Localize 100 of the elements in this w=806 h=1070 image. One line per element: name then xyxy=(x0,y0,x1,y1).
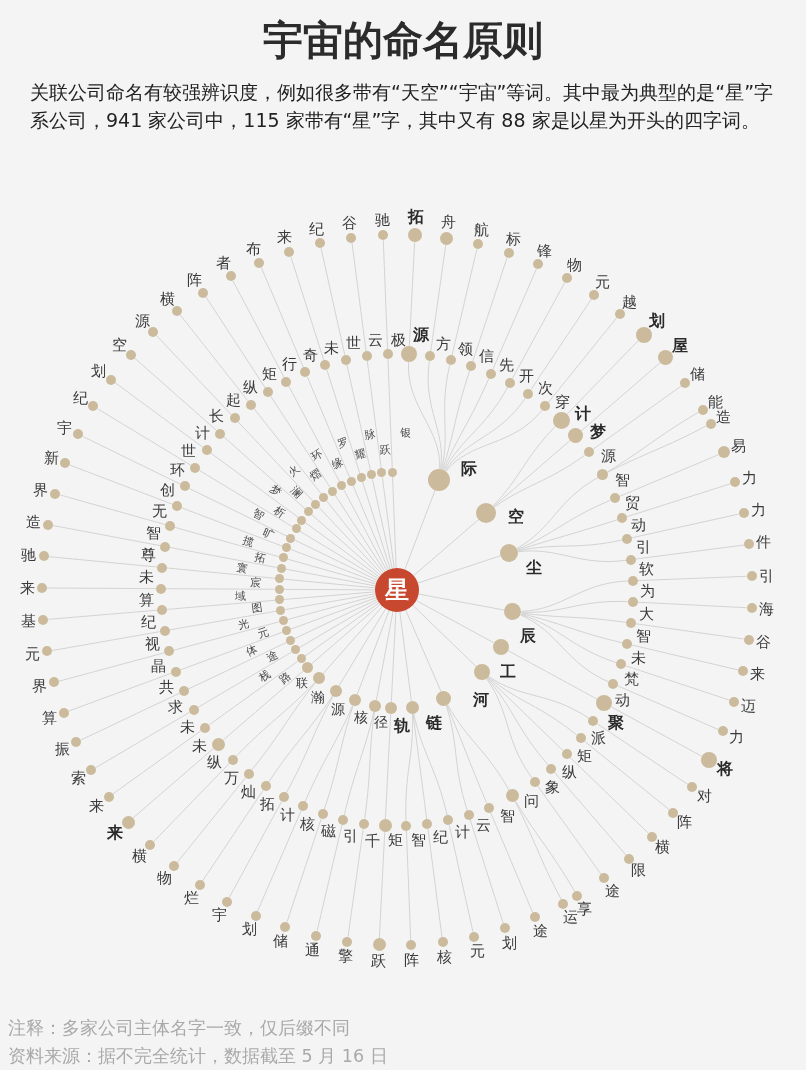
connector-line xyxy=(384,713,392,820)
node-label: 图 xyxy=(251,601,264,615)
node-label: 信 xyxy=(478,348,494,364)
node-label: 空 xyxy=(112,337,128,353)
connector-line xyxy=(174,526,280,558)
node-label: 派 xyxy=(591,731,607,746)
node-label: 力 xyxy=(750,502,766,517)
node-label: 智 xyxy=(145,525,161,541)
node-label: 河 xyxy=(472,691,489,708)
node-label: 梦 xyxy=(267,483,283,500)
node-label: 银 xyxy=(400,427,412,440)
node-label: 动 xyxy=(631,517,647,532)
connector-line xyxy=(268,695,333,783)
connector-line xyxy=(405,609,442,692)
node-label: 力 xyxy=(728,730,744,745)
node-label: 横 xyxy=(160,292,176,307)
node-label: 瀚 xyxy=(310,690,325,705)
node-label: 计 xyxy=(194,425,210,440)
connector-line xyxy=(285,568,376,587)
connector-line xyxy=(486,677,549,766)
node-label: 来 xyxy=(19,580,35,596)
node-label: 阵 xyxy=(677,815,693,830)
node-label: 计 xyxy=(454,824,470,840)
connector-line xyxy=(569,757,650,834)
connector-line xyxy=(223,436,306,510)
connector-line xyxy=(222,670,304,741)
connector-line xyxy=(381,477,395,569)
connector-line xyxy=(286,818,322,923)
node-label: 尘 xyxy=(526,559,543,576)
connector-line xyxy=(446,704,487,804)
node-label: 对 xyxy=(697,788,713,803)
connector-line xyxy=(210,452,299,518)
node-label: 矩 xyxy=(262,367,278,382)
connector-line xyxy=(235,682,316,757)
node-label: 矩 xyxy=(388,833,404,848)
node-label: 梵 xyxy=(623,672,639,687)
connector-line xyxy=(511,282,566,379)
node-label: 梦 xyxy=(589,423,606,440)
node-label: 核 xyxy=(437,949,453,965)
connector-line xyxy=(304,602,380,657)
connector-line xyxy=(257,810,302,912)
connector-line xyxy=(580,362,661,432)
node-label: 未 xyxy=(630,650,646,666)
node-label: 物 xyxy=(566,257,582,273)
node-label: 晶 xyxy=(150,658,166,674)
node-label: 宇 xyxy=(57,420,73,435)
node-label: 联 xyxy=(296,678,309,690)
connector-line xyxy=(59,494,166,525)
node-label: 大 xyxy=(638,606,654,622)
connector-line xyxy=(326,500,384,574)
node-label: 拓 xyxy=(253,551,267,565)
node-label: 体 xyxy=(245,643,260,659)
node-label: 象 xyxy=(544,779,560,794)
connector-line xyxy=(444,397,526,472)
connector-line xyxy=(320,247,346,356)
connector-line xyxy=(520,612,627,623)
connector-line xyxy=(80,692,180,741)
connector-line xyxy=(323,705,354,810)
connector-line xyxy=(173,621,280,651)
connector-line xyxy=(153,762,230,843)
connector-line xyxy=(156,335,232,416)
node-label: 熠 xyxy=(307,467,323,484)
node-label: 源 xyxy=(600,448,616,463)
connector-line xyxy=(413,518,480,577)
connector-line xyxy=(114,382,204,448)
node-label: 动 xyxy=(614,692,630,708)
connector-line xyxy=(347,828,364,937)
connector-line xyxy=(322,606,383,675)
node-label: 将 xyxy=(717,761,734,778)
node-label: 世 xyxy=(181,443,197,459)
connector-line xyxy=(290,256,325,361)
connector-line xyxy=(205,296,266,389)
node-label: 驰 xyxy=(375,213,390,228)
connector-line xyxy=(392,476,397,569)
node-label: 途 xyxy=(532,923,548,939)
node-label: 元 xyxy=(255,625,270,640)
node-label: 迈 xyxy=(740,699,756,714)
node-label: 奇 xyxy=(302,347,318,363)
connector-line xyxy=(415,600,494,644)
connector-line xyxy=(596,723,689,785)
node-label: 矩 xyxy=(577,748,593,764)
node-label: 轨 xyxy=(394,718,411,735)
connector-line xyxy=(631,513,740,539)
node-label: 为 xyxy=(640,584,655,599)
node-label: 纵 xyxy=(207,754,223,770)
connector-line xyxy=(554,771,627,856)
connector-line xyxy=(343,711,375,816)
node-label: 旷 xyxy=(260,526,275,542)
connector-line xyxy=(208,660,298,726)
node-label: 工 xyxy=(500,663,517,680)
connector-line xyxy=(251,682,316,771)
node-label: 空 xyxy=(508,509,525,526)
connector-line xyxy=(412,713,428,820)
node-label: 件 xyxy=(756,535,772,550)
connector-line xyxy=(366,360,382,469)
node-label: 锋 xyxy=(536,243,552,258)
connector-line xyxy=(134,357,217,431)
connector-line xyxy=(486,678,533,779)
node-label: 纵 xyxy=(561,764,577,780)
connector-line xyxy=(283,591,376,600)
